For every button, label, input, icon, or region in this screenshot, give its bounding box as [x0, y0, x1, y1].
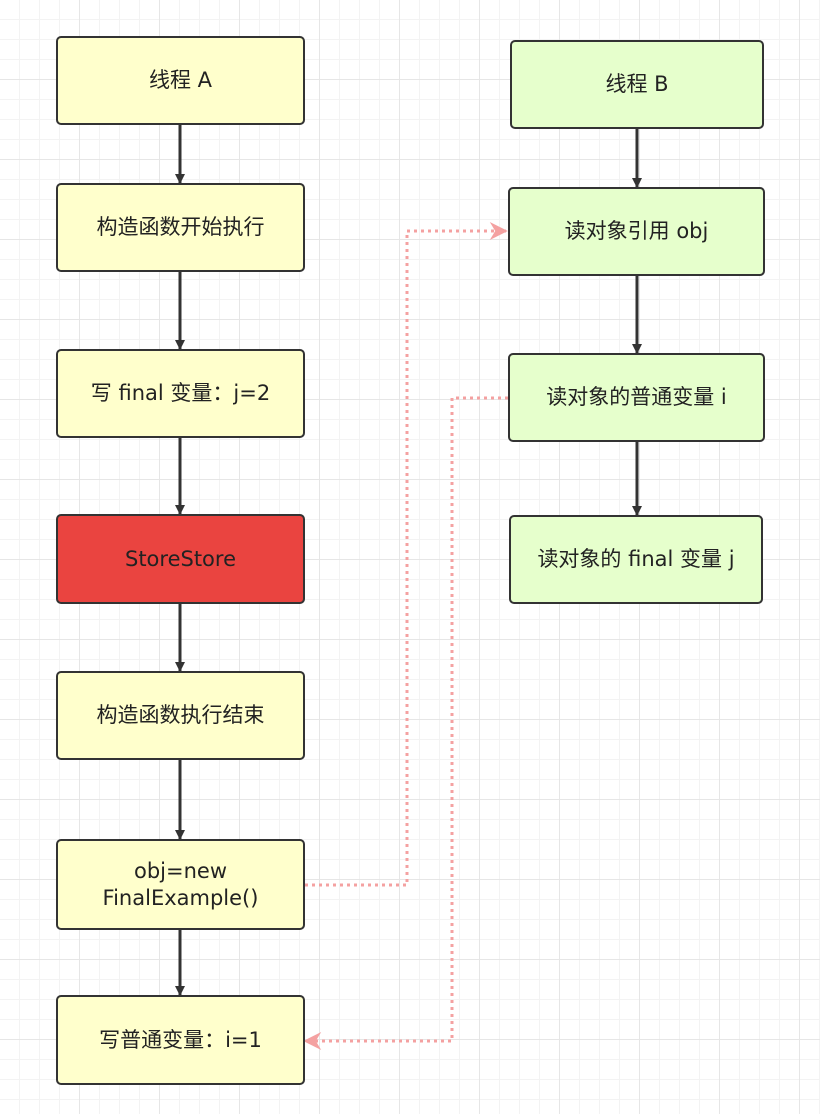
dotted-arrow-obj-to-read-obj	[305, 222, 508, 887]
thread-a-title-box: 线程 A	[56, 36, 305, 125]
thread-a-step-5-box: obj=new FinalExample()	[56, 839, 305, 930]
thread-a-step-6-label: 写普通变量：i=1	[99, 1027, 262, 1052]
thread-a-step-4-box: 构造函数执行结束	[56, 671, 305, 760]
storestore-barrier-label: StoreStore	[124, 546, 236, 571]
thread-b-title: 线程 B	[605, 72, 669, 97]
thread-b-step-2-box: 读对象的普通变量 i	[508, 353, 765, 442]
thread-b-step-1-box: 读对象引用 obj	[508, 187, 765, 276]
thread-a-step-1-box: 构造函数开始执行	[56, 183, 305, 272]
thread-b-title-box: 线程 B	[510, 40, 764, 129]
thread-a-step-1-label: 构造函数开始执行	[96, 215, 265, 240]
thread-a-title: 线程 A	[148, 68, 213, 93]
thread-a-step-6-box: 写普通变量：i=1	[56, 995, 305, 1085]
thread-b-step-3-label: 读对象的 final 变量 j	[537, 547, 735, 572]
thread-b-step-2-label: 读对象的普通变量 i	[546, 385, 727, 410]
storestore-barrier-box: StoreStore	[56, 514, 305, 604]
thread-a-step-2-label: 写 final 变量：j=2	[90, 381, 271, 406]
thread-a-step-4-label: 构造函数执行结束	[96, 703, 265, 728]
thread-b-step-1-label: 读对象引用 obj	[564, 219, 709, 244]
dotted-arrow-read-i-to-write-i	[303, 396, 508, 1050]
thread-a-step-2-box: 写 final 变量：j=2	[56, 349, 305, 438]
thread-a-step-5-label: obj=new FinalExample()	[102, 859, 259, 910]
thread-b-step-3-box: 读对象的 final 变量 j	[509, 515, 763, 604]
